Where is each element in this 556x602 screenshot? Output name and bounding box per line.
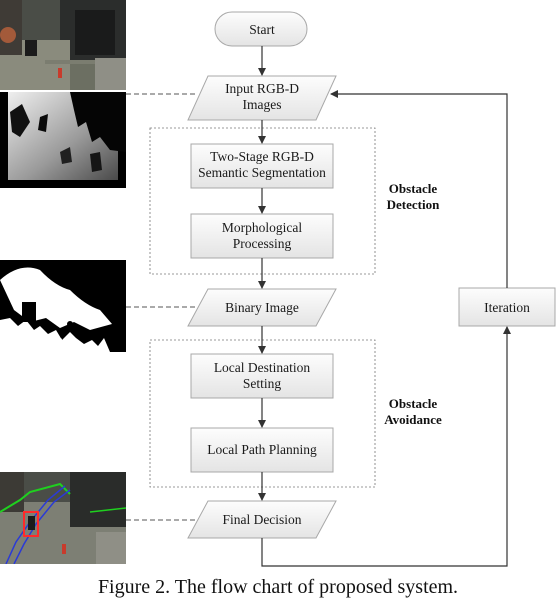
iteration-node	[458, 287, 556, 327]
obstacle-detection-label-line2: Detection	[387, 197, 440, 212]
obstacle-avoidance-label-line1: Obstacle	[389, 396, 438, 411]
local-destination-label-line2: Setting	[243, 376, 282, 391]
local-path-planning-label: Local Path Planning	[207, 442, 317, 457]
depth-image-thumbnail	[0, 92, 126, 188]
input-images-label-line1: Input RGB-D	[225, 81, 299, 96]
local-path-planning-node	[190, 427, 334, 473]
final-decision-label: Final Decision	[222, 512, 301, 527]
input-images-label-line2: Images	[243, 97, 282, 112]
iteration-label: Iteration	[484, 300, 530, 315]
rgb-photo-thumbnail	[0, 0, 126, 90]
local-destination-label-line1: Local Destination	[214, 360, 311, 375]
binary-image-label: Binary Image	[225, 300, 299, 315]
segmentation-label-line1: Two-Stage RGB-D	[210, 149, 314, 164]
morphological-label-line2: Processing	[233, 236, 292, 251]
start-label: Start	[249, 22, 275, 37]
morphological-node	[190, 213, 334, 259]
obstacle-avoidance-label-line2: Avoidance	[384, 412, 442, 427]
segmentation-label-line2: Semantic Segmentation	[198, 165, 326, 180]
figure-caption: Figure 2. The flow chart of proposed sys…	[97, 576, 459, 598]
obstacle-detection-label-line1: Obstacle	[389, 181, 438, 196]
final-decision-thumbnail	[0, 472, 126, 564]
binary-image-node	[187, 288, 337, 327]
segmentation-node	[190, 143, 334, 189]
arrow-iteration-to-input	[330, 90, 508, 288]
final-decision-node	[187, 500, 337, 539]
morphological-label-line1: Morphological	[222, 220, 302, 235]
local-destination-node	[190, 353, 334, 399]
start-node	[214, 11, 308, 47]
input-images-node	[187, 75, 337, 121]
arrow-final-to-iteration	[261, 326, 511, 567]
binary-mask-thumbnail	[0, 260, 126, 352]
